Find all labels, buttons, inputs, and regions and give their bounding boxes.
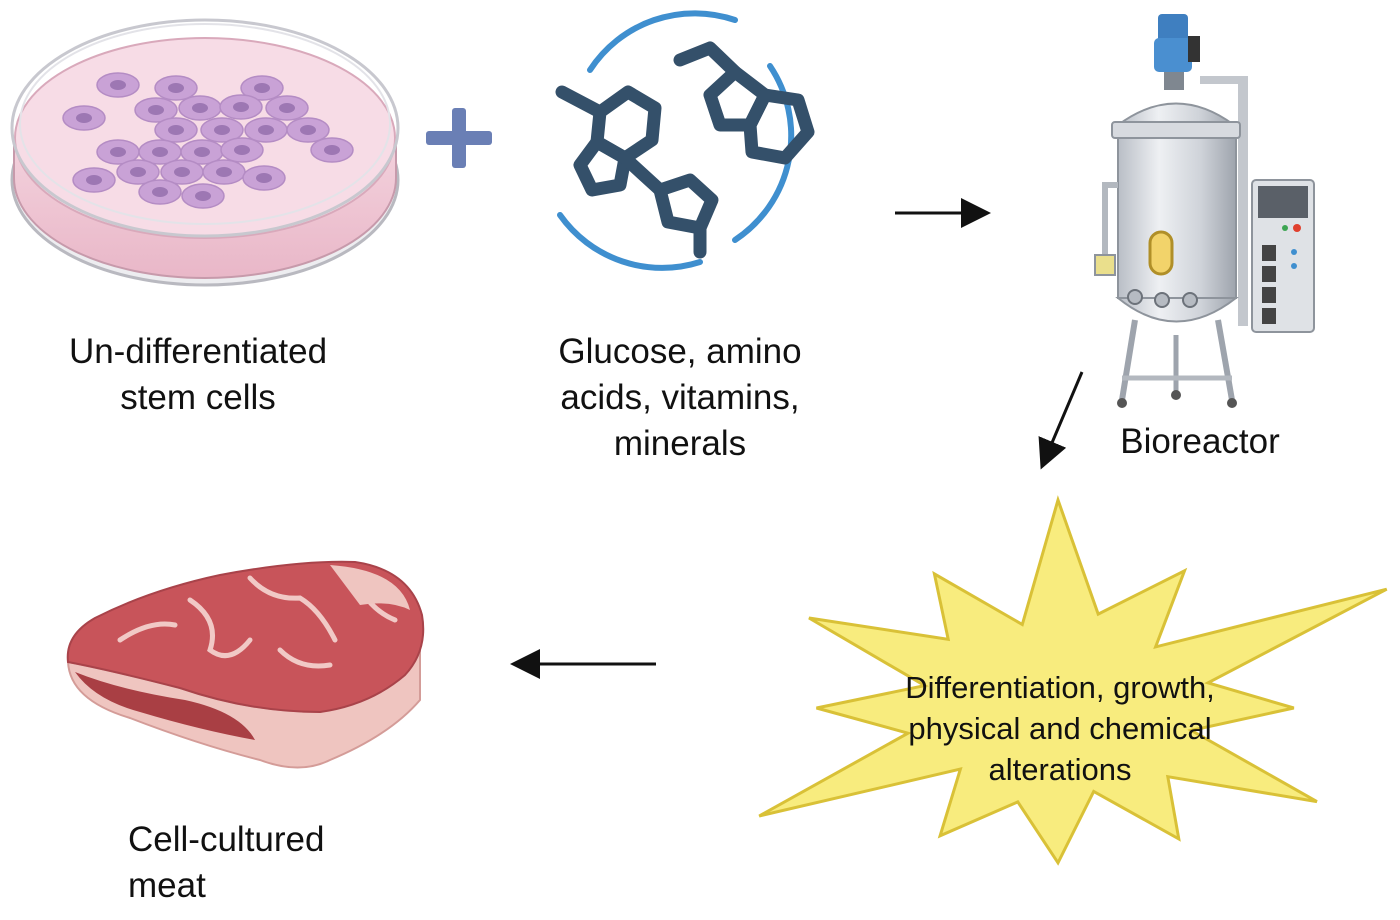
petri-dish-icon [10,18,400,287]
stem-cell [240,75,284,101]
stem-cell [154,75,198,101]
process-label-line-2: physical and chemical [908,711,1212,746]
stem-cell [116,159,160,185]
stem-cell [242,165,286,191]
stem-cell [202,159,246,185]
process-label: Differentiation, growth, physical and ch… [860,667,1260,790]
stem-cell [181,183,225,209]
nutrients-label-line-1: Glucose, amino [558,332,802,371]
meat-label-line-1: Cell-cultured [128,820,325,859]
stem-cell [180,139,224,165]
stem-cell [219,94,263,120]
stem-cells-label-line-1: Un-differentiated [68,332,328,371]
arrow-to-process [1038,371,1084,470]
stem-cell [138,179,182,205]
bioreactor-label: Bioreactor [1100,419,1300,465]
meat-icon [66,560,425,769]
stem-cell [62,105,106,131]
nutrients-label: Glucose, amino acids, vitamins, minerals [530,329,830,467]
plus-icon [426,108,492,168]
nutrients-label-line-3: minerals [613,424,747,463]
meat-label-line-2: meat [128,866,206,905]
stem-cell [265,95,309,121]
stem-cell [286,117,330,143]
stem-cell [244,117,288,143]
process-label-line-1: Differentiation, growth, [905,670,1215,705]
stem-cell-cluster [62,72,354,209]
stem-cell [72,167,116,193]
stem-cells-label-line-2: stem cells [120,378,276,417]
meat-label: Cell-cultured meat [128,817,388,909]
process-label-line-3: alterations [988,752,1132,787]
stem-cell [200,117,244,143]
stem-cells-label: Un-differentiated stem cells [48,329,348,421]
bioreactor-icon [1094,14,1315,408]
stem-cell [178,95,222,121]
stem-cell [96,72,140,98]
molecule-icon [555,10,815,271]
stem-cell [138,139,182,165]
stem-cell [310,137,354,163]
stem-cell [96,139,140,165]
nutrients-label-line-2: acids, vitamins, [560,378,800,417]
stem-cell [220,137,264,163]
stem-cell [134,97,178,123]
stem-cell [154,117,198,143]
bioreactor-label-text: Bioreactor [1120,422,1280,461]
process-burst-shape [758,495,1388,866]
